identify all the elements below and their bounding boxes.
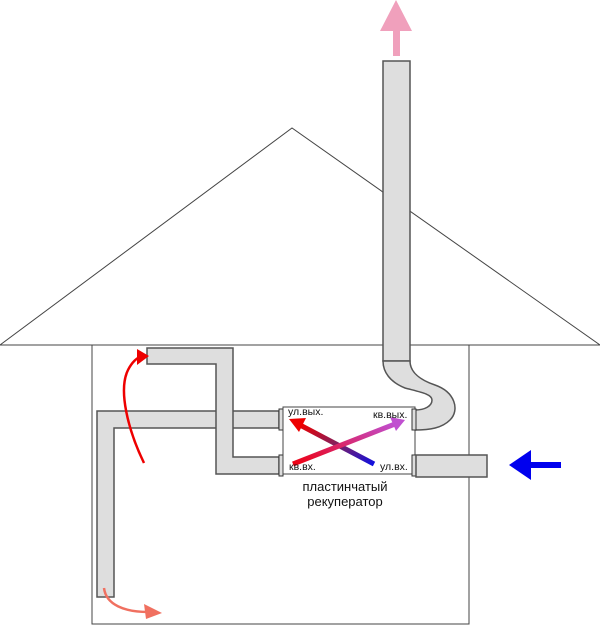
intake-pipe — [415, 454, 488, 478]
port-room-out — [411, 408, 417, 431]
port-room-in — [278, 454, 284, 477]
label-street-out: ул.вых. — [288, 406, 324, 418]
recuperator-caption: пластинчатый рекуператор — [275, 479, 415, 509]
exhaust-chimney-pipe — [382, 60, 411, 362]
room-air-flow-arrow — [292, 417, 405, 467]
exhaust-arrow — [380, 0, 412, 56]
intake-arrow — [509, 450, 561, 480]
port-street-out — [278, 408, 284, 431]
caption-line-2: рекуператор — [307, 494, 383, 509]
label-street-in: ул.вх. — [380, 461, 408, 473]
label-room-out: кв.вых. — [373, 409, 408, 421]
caption-line-1: пластинчатый — [302, 479, 388, 494]
supply-air-arrow — [102, 587, 162, 619]
extract-air-arrow — [122, 349, 149, 464]
roof — [0, 127, 600, 346]
label-room-in: кв.вх. — [289, 461, 316, 473]
house-walls — [91, 344, 470, 625]
